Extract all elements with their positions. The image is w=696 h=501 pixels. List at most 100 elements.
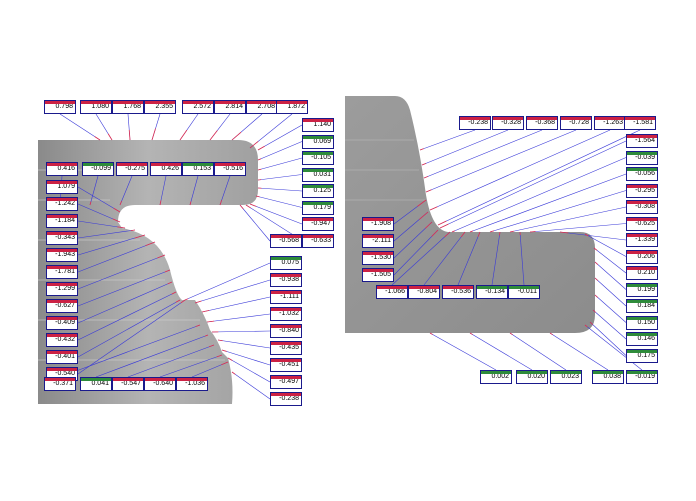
- deviation-label: -1.036: [176, 377, 208, 391]
- deviation-whisker: [239, 204, 244, 210]
- deviation-whisker: [451, 230, 456, 233]
- deviation-label: 0.426: [150, 162, 182, 176]
- deviation-label: 0.210: [626, 266, 658, 280]
- leader-line: [119, 175, 133, 206]
- deviation-label: -0.238: [270, 392, 302, 406]
- deviation-label: -0.728: [560, 116, 592, 130]
- leader-line: [227, 357, 271, 383]
- deviation-whisker: [227, 357, 233, 361]
- deviation-label: -0.105: [302, 151, 334, 165]
- deviation-label: -0.633: [302, 233, 334, 248]
- deviation-label: 0.153: [182, 162, 214, 176]
- deviation-label: 0.020: [516, 370, 548, 384]
- leader-line: [519, 231, 525, 286]
- deviation-whisker: [231, 131, 242, 141]
- leader-line: [206, 313, 271, 323]
- deviation-label: -2.111: [362, 234, 394, 248]
- deviation-whisker: [231, 371, 236, 375]
- deviation-whisker: [593, 247, 598, 251]
- deviation-label: -0.011: [508, 285, 540, 299]
- deviation-label: -0.804: [408, 285, 440, 299]
- deviation-whisker: [469, 332, 473, 335]
- leader-line: [77, 299, 181, 358]
- leader-line: [59, 324, 201, 378]
- deviation-label: -0.625: [626, 216, 658, 231]
- leader-line: [159, 175, 167, 206]
- deviation-whisker: [425, 221, 433, 229]
- deviation-whisker: [94, 136, 101, 141]
- deviation-label: -0.409: [46, 316, 78, 330]
- leader-line: [257, 124, 303, 151]
- deviation-label: -1.339: [626, 233, 658, 247]
- deviation-whisker: [217, 339, 223, 342]
- deviation-label: -0.497: [270, 375, 302, 389]
- deviation-whisker: [444, 231, 451, 238]
- leader-line: [549, 332, 609, 371]
- deviation-label: -0.328: [492, 116, 524, 130]
- deviation-label: -0.536: [442, 285, 474, 299]
- leader-line: [559, 231, 627, 241]
- leader-line: [184, 262, 271, 301]
- leader-line: [509, 332, 567, 371]
- deviation-label: 2.814: [214, 100, 246, 114]
- deviation-whisker: [594, 277, 599, 281]
- deviation-label: -0.435: [270, 341, 302, 355]
- deviation-whisker: [257, 168, 262, 171]
- deviation-whisker: [257, 145, 265, 151]
- deviation-whisker: [209, 130, 218, 141]
- deviation-label: 1.079: [46, 180, 78, 194]
- leader-line: [491, 231, 501, 286]
- deviation-label: -0.019: [626, 370, 658, 384]
- leader-line: [457, 231, 481, 286]
- deviation-whisker: [89, 201, 92, 206]
- deviation-label: -1.299: [46, 282, 78, 296]
- deviation-label: 0.146: [626, 332, 658, 346]
- leader-line: [77, 220, 126, 229]
- deviation-label: 1.080: [80, 100, 112, 114]
- deviation-label: -1.564: [626, 134, 658, 148]
- deviation-whisker: [417, 199, 427, 207]
- leader-line: [77, 281, 173, 324]
- leader-line: [77, 186, 121, 213]
- deviation-whisker: [499, 231, 501, 236]
- deviation-label: -1.581: [624, 116, 656, 130]
- deviation-label: -0.947: [302, 217, 334, 231]
- leader-line: [194, 279, 271, 304]
- deviation-label: 0.038: [592, 370, 624, 384]
- deviation-label: 0.002: [480, 370, 512, 384]
- deviation-whisker: [167, 281, 173, 285]
- leader-line: [425, 129, 577, 193]
- deviation-whisker: [589, 321, 593, 325]
- deviation-whisker: [439, 223, 449, 229]
- leader-line: [77, 241, 156, 273]
- deviation-whisker: [592, 309, 596, 313]
- deviation-label: -1.505: [362, 268, 394, 282]
- deviation-label: 1.768: [112, 100, 144, 114]
- deviation-label: 2.708: [246, 100, 278, 114]
- leader-line: [423, 129, 543, 179]
- deviation-whisker: [489, 230, 495, 233]
- deviation-whisker: [460, 231, 466, 238]
- deviation-whisker: [130, 229, 136, 232]
- deviation-label: 1.872: [276, 100, 308, 114]
- deviation-label: 0.175: [626, 348, 658, 363]
- leader-line: [219, 175, 231, 206]
- leader-line: [59, 113, 101, 141]
- deviation-whisker: [180, 299, 186, 304]
- deviation-whisker: [206, 320, 215, 323]
- deviation-whisker: [221, 361, 229, 366]
- deviation-whisker: [421, 163, 427, 166]
- leader-line: [469, 332, 533, 371]
- deviation-whisker: [549, 332, 553, 336]
- leader-line: [257, 141, 303, 161]
- deviation-label: -0.343: [46, 231, 78, 245]
- leader-line: [159, 354, 223, 378]
- left-part-section: [38, 140, 258, 404]
- deviation-label: -0.134: [476, 285, 508, 299]
- deviation-whisker: [145, 241, 156, 247]
- leader-line: [439, 140, 627, 229]
- deviation-whisker: [245, 204, 251, 209]
- leader-line: [594, 277, 627, 307]
- deviation-whisker: [164, 269, 171, 273]
- deviation-whisker: [509, 332, 513, 336]
